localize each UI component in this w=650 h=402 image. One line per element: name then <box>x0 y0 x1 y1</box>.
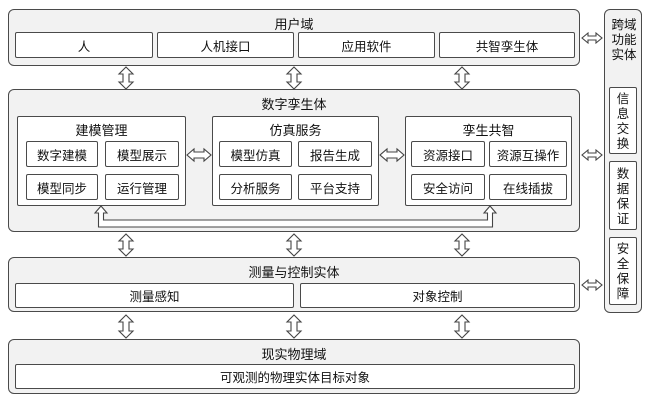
cross-function-item-info-exchange: 信息交换 <box>609 87 637 154</box>
modeling-item-display: 模型展示 <box>105 141 179 167</box>
arrow-vertical-7 <box>117 314 135 339</box>
cross-function-item-data-assurance-label: 数据保证 <box>616 165 630 226</box>
arrow-cross-3 <box>581 278 603 292</box>
user-domain-item-software: 应用软件 <box>298 32 435 58</box>
simulation-item-model-sim: 模型仿真 <box>219 141 292 167</box>
modeling-item-operation: 运行管理 <box>105 174 179 200</box>
arrow-vertical-2 <box>285 66 303 90</box>
arrow-vertical-4 <box>117 233 135 257</box>
arrow-vertical-8 <box>285 314 303 339</box>
arrow-cross-2 <box>581 148 603 162</box>
co-intel-item-secure-access: 安全访问 <box>411 174 485 200</box>
cross-function-item-data-assurance: 数据保证 <box>609 161 637 230</box>
physical-domain-title: 现实物理域 <box>261 348 327 363</box>
arrow-vertical-6 <box>453 233 471 257</box>
co-intel-item-plug: 在线插拔 <box>489 174 567 200</box>
cross-function-item-info-exchange-label: 信息交换 <box>616 90 630 151</box>
arrow-vertical-9 <box>453 314 471 339</box>
measure-control-item-sensing: 测量感知 <box>15 283 294 308</box>
modeling-title: 建模管理 <box>75 124 128 139</box>
measure-control-title: 测量与控制实体 <box>248 266 340 281</box>
co-intel-title: 孪生共智 <box>462 124 515 139</box>
user-domain-item-hci: 人机接口 <box>157 32 294 58</box>
digital-twin-title: 数字孪生体 <box>261 98 327 113</box>
physical-domain-item: 可观测的物理实体目标对象 <box>15 364 575 389</box>
arrow-vertical-3 <box>453 66 471 90</box>
user-domain-item-person: 人 <box>15 32 153 58</box>
measure-control-item-control: 对象控制 <box>300 283 575 308</box>
user-domain-title: 用户域 <box>274 18 314 33</box>
co-intel-item-interop: 资源互操作 <box>489 141 567 167</box>
cross-function-title: 跨域功能实体 <box>611 17 637 62</box>
cross-function-item-security: 安全保障 <box>609 237 637 305</box>
modeling-item-build: 数字建模 <box>26 141 98 167</box>
simulation-title: 仿真服务 <box>269 124 322 139</box>
arrow-vertical-1 <box>117 66 135 90</box>
arrow-cross-1 <box>581 31 603 45</box>
simulation-item-analysis: 分析服务 <box>219 174 292 200</box>
co-intel-item-interface: 资源接口 <box>411 141 485 167</box>
user-domain-item-cotwin: 共智孪生体 <box>439 32 575 58</box>
simulation-item-report: 报告生成 <box>298 141 372 167</box>
modeling-item-sync: 模型同步 <box>26 174 98 200</box>
cross-function-item-security-label: 安全保障 <box>616 241 630 301</box>
arrow-vertical-5 <box>285 233 303 257</box>
simulation-item-platform: 平台支持 <box>298 174 372 200</box>
